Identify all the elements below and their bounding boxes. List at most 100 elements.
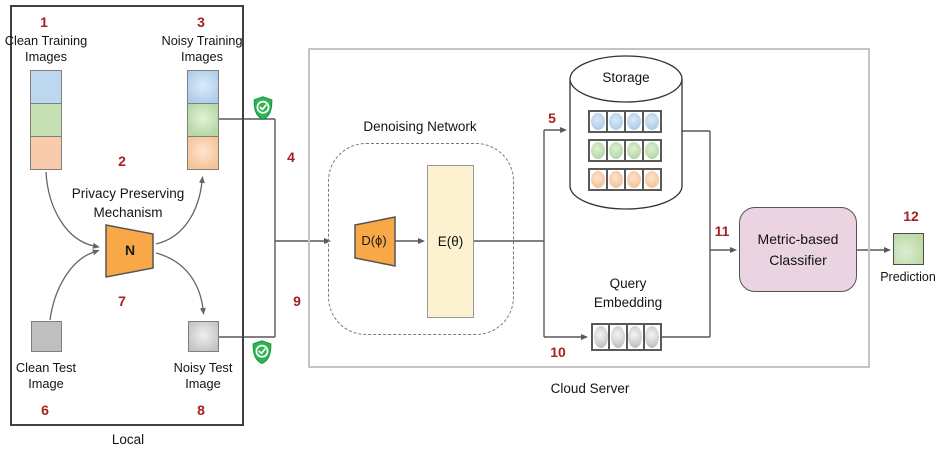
- embedding-ellipse: [593, 326, 608, 348]
- marker-12: 12: [903, 208, 919, 224]
- marker-2: 2: [118, 153, 126, 169]
- marker-5: 5: [548, 110, 556, 126]
- embedding-cell: [626, 170, 642, 189]
- embedding-cell: [610, 325, 626, 349]
- shield-check-icon: [253, 96, 273, 120]
- shield-check-icon: [252, 340, 272, 364]
- clean-training-label-line2: Images: [25, 49, 67, 64]
- embedding-cell: [608, 170, 624, 189]
- encoder-label: E(θ): [437, 234, 464, 249]
- noisy-test-image: [188, 321, 219, 352]
- noisy-training-label-line2: Images: [181, 49, 223, 64]
- embedding-cell: [644, 141, 660, 160]
- embedding-ellipse: [645, 142, 659, 159]
- noisy-training-image-blue: [187, 70, 219, 104]
- clean-training-image-orange: [30, 136, 62, 170]
- storage-title: Storage: [602, 70, 650, 85]
- marker-11: 11: [714, 223, 730, 239]
- mechanism-node-label: N: [124, 242, 136, 258]
- cloud-server-region-box: [308, 48, 870, 368]
- local-region-label: Local: [111, 432, 145, 447]
- storage-cylinder-top: [569, 55, 683, 103]
- embedding-ellipse: [609, 113, 623, 130]
- noisy-training-image-orange: [187, 136, 219, 170]
- query-embedding-label: Query Embedding: [568, 274, 688, 312]
- clean-test-label-line1: Clean Test: [15, 360, 77, 375]
- curve-n-to-noisy-train: [155, 176, 205, 245]
- curve-clean-test-to-n: [49, 249, 100, 321]
- storage-embedding-row-green: [588, 139, 662, 162]
- marker-4: 4: [287, 149, 295, 165]
- embedding-cell: [590, 170, 606, 189]
- marker-1: 1: [40, 14, 48, 30]
- privacy-mechanism-label: Privacy Preserving Mechanism: [58, 184, 198, 222]
- clean-test-label: Clean Test Image: [2, 360, 90, 392]
- embedding-cell: [644, 112, 660, 131]
- clean-training-image-green: [30, 103, 62, 137]
- marker-9: 9: [293, 293, 301, 309]
- marker-3: 3: [197, 14, 205, 30]
- noisy-merge-line: [219, 118, 276, 338]
- storage-embedding-row-blue: [588, 110, 662, 133]
- embedding-ellipse: [591, 142, 605, 159]
- embedding-ellipse: [609, 171, 623, 188]
- storage-embedding-row-orange: [588, 168, 662, 191]
- denoising-network-box: [328, 143, 514, 335]
- decoder-shape: [354, 216, 396, 267]
- clean-test-label-line2: Image: [28, 376, 64, 391]
- embedding-cell: [608, 112, 624, 131]
- embedding-ellipse: [645, 113, 659, 130]
- embedding-cell: [593, 325, 609, 349]
- embedding-cell: [626, 112, 642, 131]
- marker-7: 7: [118, 293, 126, 309]
- encoder-block: E(θ): [427, 165, 474, 318]
- noisy-test-label-line2: Image: [185, 376, 221, 391]
- curve-clean-train-to-n: [45, 171, 100, 249]
- local-region-box: [10, 5, 244, 426]
- embedding-ellipse: [627, 113, 641, 130]
- query-embedding-line2: Embedding: [593, 295, 663, 310]
- mechanism-node-shape: [105, 224, 154, 278]
- query-embedding-line1: Query: [609, 276, 647, 291]
- prediction-image: [893, 233, 924, 265]
- embedding-ellipse: [627, 171, 641, 188]
- cloud-server-label: Cloud Server: [550, 381, 630, 396]
- classifier-line1: Metric-based: [757, 230, 839, 247]
- noisy-training-image-green: [187, 103, 219, 137]
- query-embedding-row: [591, 323, 662, 351]
- clean-training-label-line1: Clean Training: [4, 33, 88, 48]
- classifier-input-merge: [662, 130, 711, 338]
- classifier-line2: Classifier: [769, 251, 827, 268]
- embedding-ellipse: [628, 326, 643, 348]
- embedding-ellipse: [591, 171, 605, 188]
- clean-training-image-blue: [30, 70, 62, 104]
- embedding-ellipse: [610, 326, 625, 348]
- privacy-mechanism-line2: Mechanism: [93, 205, 163, 220]
- marker-6: 6: [41, 402, 49, 418]
- embedding-cell: [627, 325, 643, 349]
- embedding-cell: [590, 141, 606, 160]
- embedding-ellipse: [627, 142, 641, 159]
- noisy-training-label: Noisy Training Images: [158, 33, 246, 65]
- decoder-label: D(ϕ): [361, 233, 387, 248]
- embedding-cell: [644, 325, 660, 349]
- marker-8: 8: [197, 402, 205, 418]
- encoder-output-branch: [474, 130, 545, 337]
- curve-n-to-noisy-test: [155, 252, 206, 315]
- embedding-ellipse: [645, 171, 659, 188]
- embedding-cell: [608, 141, 624, 160]
- embedding-ellipse: [645, 326, 660, 348]
- embedding-cell: [590, 112, 606, 131]
- embedding-ellipse: [591, 113, 605, 130]
- clean-training-label: Clean Training Images: [2, 33, 90, 65]
- noisy-test-label: Noisy Test Image: [159, 360, 247, 392]
- privacy-mechanism-line1: Privacy Preserving: [71, 186, 185, 201]
- prediction-label: Prediction: [880, 270, 936, 284]
- clean-test-image: [31, 321, 62, 352]
- noisy-training-label-line1: Noisy Training: [161, 33, 243, 48]
- metric-based-classifier: Metric-based Classifier: [739, 207, 857, 292]
- noisy-test-label-line1: Noisy Test: [173, 360, 233, 375]
- marker-10: 10: [550, 344, 566, 360]
- embedding-cell: [644, 170, 660, 189]
